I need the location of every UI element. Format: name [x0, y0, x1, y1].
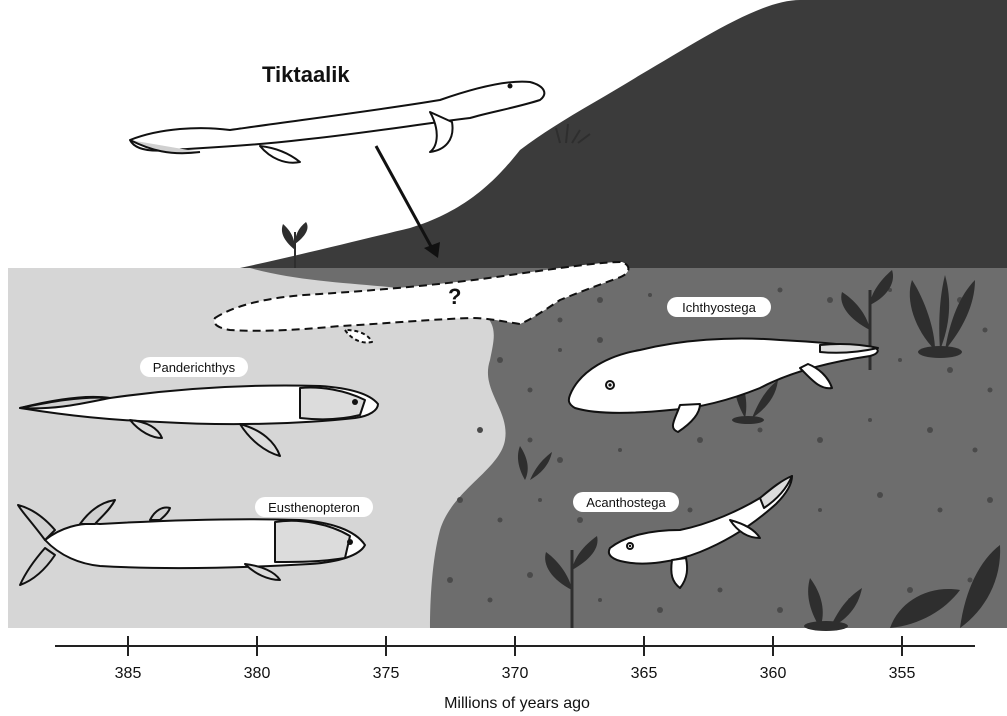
timeline-tick-label-375: 375 — [373, 665, 400, 682]
label-eusthenopteron-text: Eusthenopteron — [268, 500, 360, 515]
label-ichthyostega: Ichthyostega — [667, 297, 771, 317]
timeline-tick-label-380: 380 — [244, 665, 271, 682]
timeline-label: Millions of years ago — [444, 695, 590, 712]
timeline-axis: 385 380 375 370 365 360 355 Millions of years … — [55, 636, 975, 712]
tiktaalik-title: Tiktaalik — [262, 62, 350, 87]
timeline-tick-label-385: 385 — [115, 665, 142, 682]
timeline-tick-label-360: 360 — [760, 665, 787, 682]
timeline-tick-label-370: 370 — [502, 665, 529, 682]
label-acanthostega: Acanthostega — [573, 492, 679, 512]
label-panderichthys-text: Panderichthys — [153, 360, 236, 375]
timeline-tick-label-365: 365 — [631, 665, 658, 682]
label-eusthenopteron: Eusthenopteron — [255, 497, 373, 517]
label-ichthyostega-text: Ichthyostega — [682, 300, 756, 315]
timeline-tick-label-355: 355 — [889, 665, 916, 682]
label-panderichthys: Panderichthys — [140, 357, 248, 377]
timeline-ticks: 385 380 375 370 365 360 355 — [115, 636, 916, 682]
unknown-question-mark: ? — [448, 284, 461, 309]
label-acanthostega-text: Acanthostega — [586, 495, 666, 510]
tiktaalik-illustration — [130, 82, 544, 163]
